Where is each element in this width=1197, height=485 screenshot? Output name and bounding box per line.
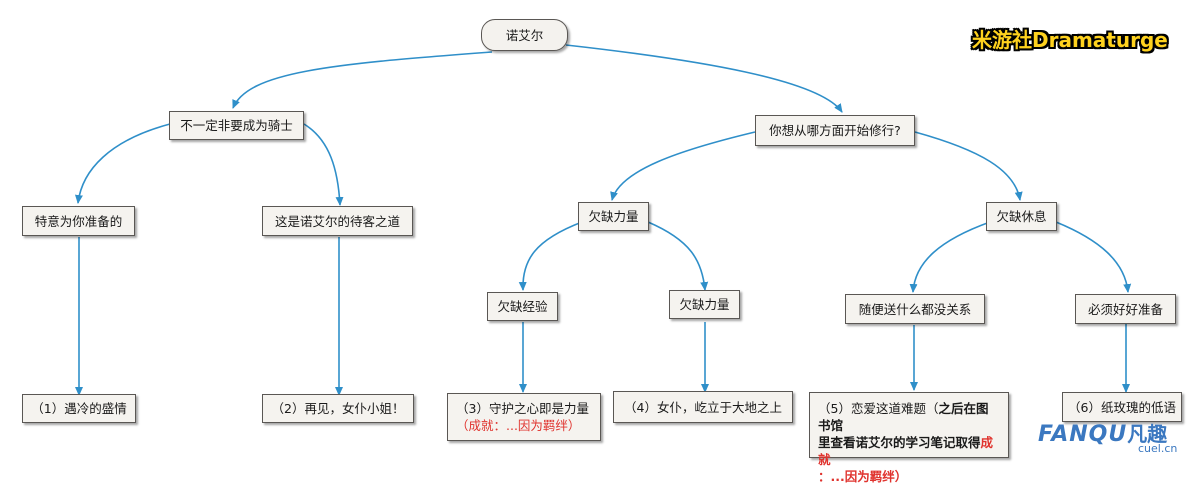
- ending-5-note-a: 之后在图书馆: [818, 401, 989, 433]
- node-root-label: 诺艾尔: [505, 27, 544, 43]
- node-lack-rest[interactable]: 欠缺休息: [986, 202, 1057, 231]
- node-label: 欠缺力量: [588, 209, 639, 224]
- watermark-sub: cuel.cn: [1138, 442, 1178, 455]
- watermark-main: FANQU: [1038, 422, 1128, 447]
- ending-3-achievement: （成就：...因为羁绊）: [456, 418, 581, 433]
- ending-4[interactable]: （4）女仆，屹立于大地之上: [613, 391, 793, 423]
- ending-label: （4）女仆，屹立于大地之上: [624, 399, 782, 415]
- edge-b1-b1b: [647, 221, 709, 291]
- node-label: 欠缺经验: [497, 299, 548, 314]
- edge-b-b1: [610, 131, 756, 201]
- node-label: 欠缺力量: [679, 297, 730, 312]
- node-label: 这是诺艾尔的待客之道: [274, 213, 400, 229]
- watermark-cn: 凡趣: [1127, 422, 1168, 446]
- fanqu-watermark: FANQU凡趣 cuel.cn: [1038, 418, 1177, 455]
- edge-b2-b2b: [1055, 221, 1132, 293]
- node-root[interactable]: 诺艾尔: [481, 19, 568, 51]
- node-not-knight[interactable]: 不一定非要成为骑士: [169, 111, 304, 140]
- edge-a-a1: [74, 123, 171, 204]
- node-lack-experience[interactable]: 欠缺经验: [487, 292, 558, 321]
- edge-b1-b1a: [518, 221, 583, 291]
- brand-watermark: 米游社Dramaturge: [972, 28, 1168, 52]
- edge-b2-b2a: [909, 221, 991, 293]
- ending-3-title: （3）守护之心即是力量: [456, 401, 589, 416]
- ending-1[interactable]: （1）遇冷的盛情: [22, 394, 136, 423]
- ending-5[interactable]: （5）恋爱这道难题（之后在图书馆 里查看诺艾尔的学习笔记取得成就 ：...因为羁…: [809, 392, 1009, 484]
- node-label: 欠缺休息: [996, 209, 1047, 224]
- edge-a-a2: [303, 123, 344, 206]
- ending-label: （1）遇冷的盛情: [31, 401, 127, 416]
- node-lack-strength-2[interactable]: 欠缺力量: [669, 290, 740, 319]
- node-lack-strength-1[interactable]: 欠缺力量: [578, 202, 649, 231]
- node-prepare-well[interactable]: 必须好好准备: [1075, 294, 1176, 324]
- edge-b-b2: [914, 131, 1023, 201]
- ending-6[interactable]: （6）纸玫瑰的低语: [1062, 392, 1182, 422]
- ending-label: （2）再见，女仆小姐！: [271, 401, 405, 416]
- ending-3[interactable]: （3）守护之心即是力量 （成就：...因为羁绊）: [447, 393, 601, 441]
- ending-label: （6）纸玫瑰的低语: [1068, 399, 1176, 415]
- edge-root-a: [232, 51, 493, 109]
- node-training-question[interactable]: 你想从哪方面开始修行?: [755, 115, 915, 146]
- node-any-gift[interactable]: 随便送什么都没关系: [845, 294, 985, 324]
- node-label: 不一定非要成为骑士: [180, 118, 293, 133]
- node-hospitality[interactable]: 这是诺艾尔的待客之道: [262, 206, 413, 236]
- ending-5-note-b: 里查看诺艾尔的学习笔记取得: [818, 435, 981, 450]
- edge-root-b: [565, 44, 843, 113]
- edge-layer: [74, 44, 1132, 396]
- ending-2[interactable]: （2）再见，女仆小姐！: [262, 394, 414, 423]
- ending-5-title: （5）恋爱这道难题（: [818, 401, 939, 416]
- ending-5-achievement-b: ：...因为羁绊）: [818, 469, 908, 484]
- node-label: 随便送什么都没关系: [858, 301, 972, 317]
- node-label: 特意为你准备的: [34, 213, 123, 229]
- node-label: 你想从哪方面开始修行?: [769, 123, 901, 138]
- node-label: 必须好好准备: [1087, 301, 1163, 317]
- node-prepared-for-you[interactable]: 特意为你准备的: [22, 206, 135, 236]
